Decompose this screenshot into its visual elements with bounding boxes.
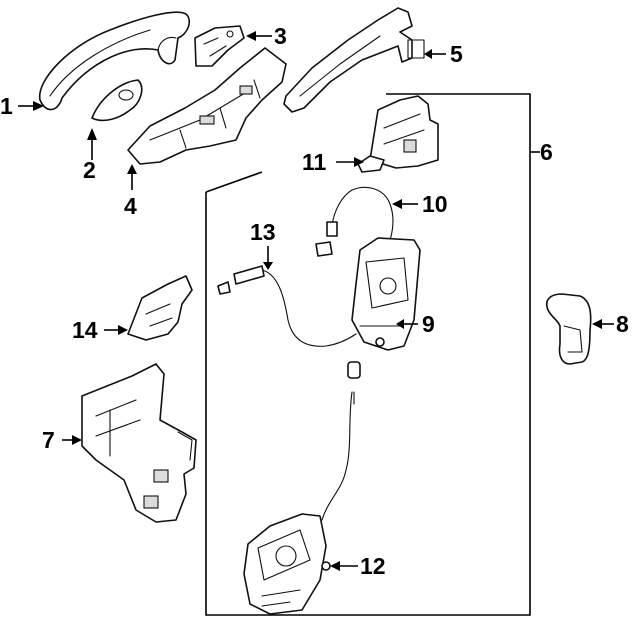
rod-part [321,361,361,521]
callout-14: 14 [72,317,98,343]
callout-11: 11 [302,149,327,175]
callout-4: 4 [124,193,137,219]
release-cable-part [217,265,357,347]
callout-1: 1 [0,93,13,119]
callout-5: 5 [450,41,463,67]
callout-10: 10 [422,191,448,217]
callout-13: 13 [250,219,276,245]
handle-frame-part [283,7,425,113]
lower-latch-part [243,513,331,615]
callout-3: 3 [274,23,287,49]
callout-6: 6 [540,139,553,165]
gasket-part [91,79,143,122]
plate-part [81,363,197,523]
callout-8: 8 [616,311,629,337]
bracket-part [127,47,287,165]
actuator-part [357,95,439,173]
clip-part [546,293,592,365]
callout-9: 9 [422,311,435,337]
latch-part [351,237,421,351]
callout-2: 2 [83,157,96,183]
cover-part [194,25,245,67]
callout-12: 12 [360,553,386,579]
leaders [18,31,614,571]
inside-bracket-part [127,275,193,341]
cable-part [315,186,394,257]
assembly-frame [205,93,540,616]
outside-handle-part [39,11,190,111]
callout-7: 7 [42,427,55,453]
